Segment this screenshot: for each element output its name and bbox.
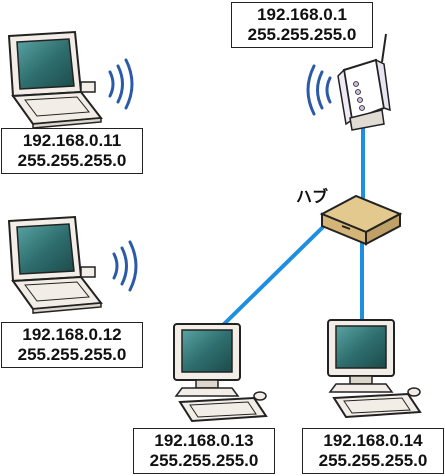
pc-ip: 192.168.0.14 — [323, 431, 423, 450]
router-ip: 192.168.0.1 — [257, 5, 347, 24]
router-subnet-mask: 255.255.255.0 — [247, 25, 357, 44]
pc-ip: 192.168.0.13 — [154, 431, 254, 450]
pc-address-box: 192.168.0.13 255.255.255.0 — [133, 428, 275, 474]
pc-subnet-mask: 255.255.255.0 — [17, 151, 127, 170]
pc-address-box: 192.168.0.11 255.255.255.0 — [1, 128, 143, 174]
router-address-box: 192.168.0.1 255.255.255.0 — [231, 2, 373, 48]
cable-hub-pc13 — [220, 226, 324, 328]
wireless-waves-icon — [306, 64, 332, 116]
cables — [220, 126, 365, 328]
hub-label: ハブ — [296, 187, 329, 206]
pc-subnet-mask: 255.255.255.0 — [17, 345, 127, 364]
pc-ip: 192.168.0.11 — [22, 131, 122, 150]
wireless-router-icon — [337, 33, 391, 131]
hub-icon — [319, 194, 403, 246]
pc-subnet-mask: 255.255.255.0 — [149, 451, 259, 470]
pc-ip: 192.168.0.12 — [22, 325, 122, 344]
desktop-computer-icon — [327, 319, 422, 419]
laptop-icon — [7, 215, 103, 314]
pc-subnet-mask: 255.255.255.0 — [318, 451, 428, 470]
wireless-waves-icon — [108, 58, 134, 110]
pc-address-box: 192.168.0.12 255.255.255.0 — [1, 322, 143, 368]
laptop-icon — [7, 30, 103, 129]
desktop-computer-icon — [173, 323, 268, 423]
pc-address-box: 192.168.0.14 255.255.255.0 — [302, 428, 444, 474]
wireless-waves-icon — [112, 240, 138, 292]
